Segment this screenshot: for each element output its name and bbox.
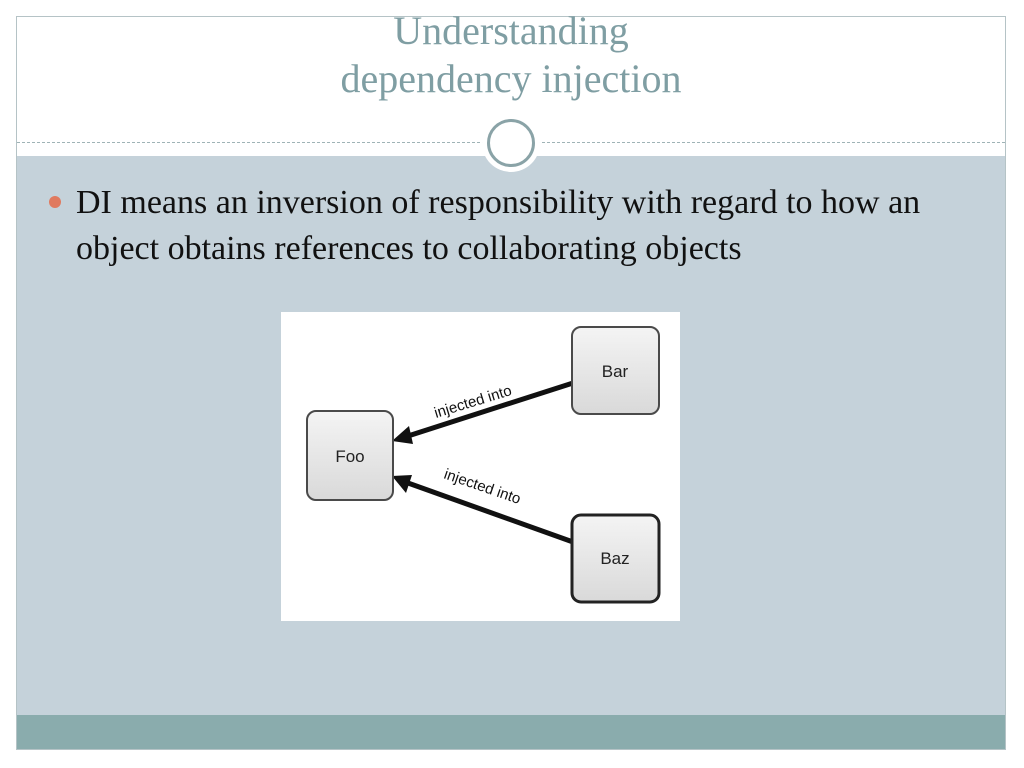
- title-area: Understanding dependency injection: [17, 0, 1005, 142]
- node-bar-box: [571, 326, 660, 415]
- di-diagram: injected into injected into Foo Bar Baz: [281, 312, 680, 621]
- divider-ring-icon: [482, 114, 540, 172]
- edge-baz-to-foo-arrowhead-icon: [392, 475, 412, 493]
- node-foo: Foo: [306, 410, 394, 501]
- edge-bar-to-foo-line: [407, 380, 574, 439]
- node-bar: Bar: [571, 326, 660, 415]
- node-foo-box: [306, 410, 394, 501]
- bullet-text: DI means an inversion of responsibility …: [76, 184, 921, 267]
- node-baz-label: Baz: [600, 549, 629, 568]
- di-diagram-svg: injected into injected into Foo Bar Baz: [306, 326, 661, 604]
- slide-title: Understanding dependency injection: [17, 7, 1005, 103]
- node-baz: Baz: [570, 513, 661, 604]
- edge-baz-to-foo-line: [407, 480, 574, 545]
- slide-title-line-2: dependency injection: [340, 56, 682, 101]
- divider-ring-inner: [487, 119, 535, 167]
- edge-baz-to-foo: injected into: [392, 466, 574, 545]
- slide-title-line-1: Understanding: [393, 8, 629, 53]
- node-foo-label: Foo: [335, 447, 364, 466]
- node-baz-box: [570, 513, 661, 604]
- bullet-dot-icon: [49, 196, 61, 208]
- footer-bar: [17, 715, 1005, 749]
- node-bar-label: Bar: [602, 362, 629, 381]
- edge-bar-to-foo-arrowhead-icon: [392, 426, 413, 444]
- edge-bar-to-foo: injected into: [392, 380, 574, 444]
